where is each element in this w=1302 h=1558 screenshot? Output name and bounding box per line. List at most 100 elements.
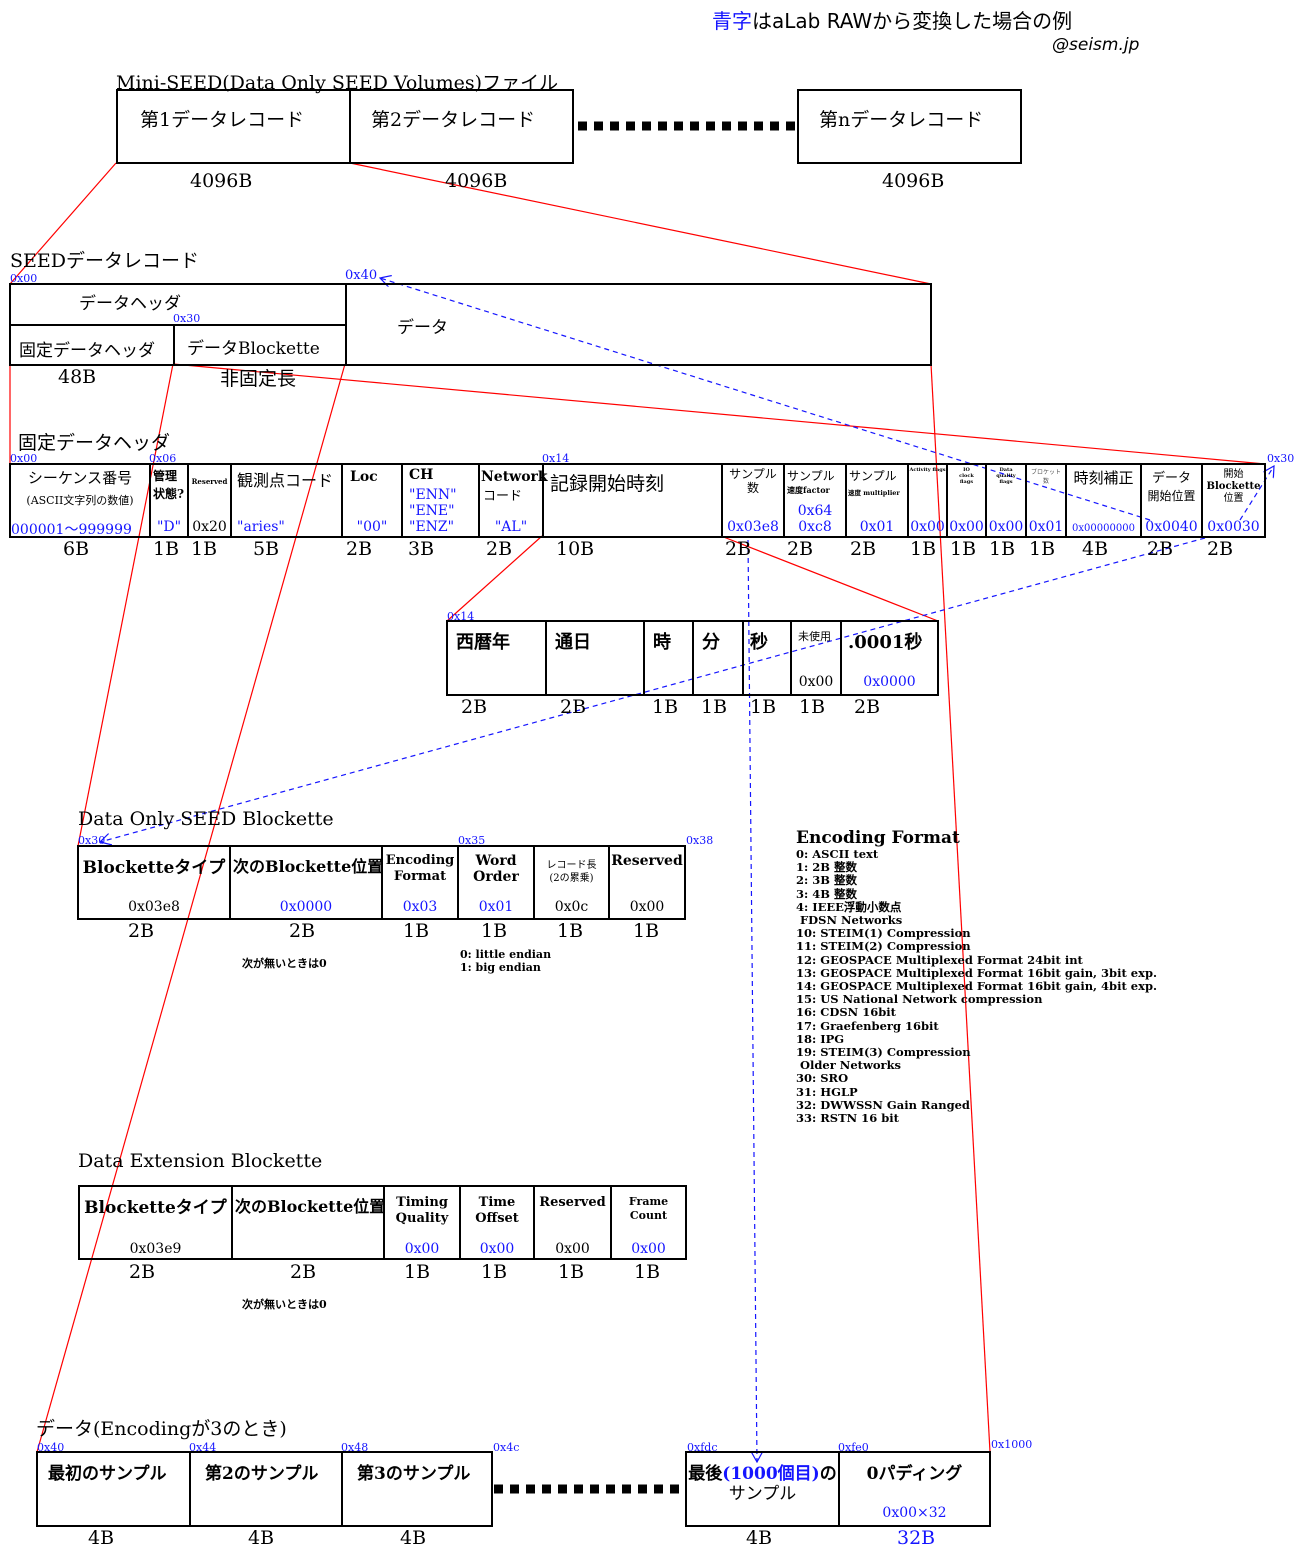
field-activity-flags: Activity flags 0x00	[907, 463, 948, 538]
encoding-item: FDSN Networks	[796, 913, 903, 928]
field-name: 管理状態?	[153, 469, 185, 501]
field-value: 0x00	[479, 1241, 515, 1257]
legend-note: 青字はaLab RAWから変換した場合の例	[712, 5, 1072, 34]
size-label: 2B	[850, 538, 877, 560]
size-label: 1B	[634, 1261, 661, 1283]
data-header: データヘッダ	[9, 283, 347, 326]
size-label: 1B	[481, 920, 508, 942]
encoding-item: Older Networks	[796, 1058, 902, 1073]
field-value: "AL"	[494, 519, 528, 535]
fixed-header-label: 固定データヘッダ	[19, 341, 155, 361]
field-name-line: レコード長	[546, 860, 597, 871]
field-value: 0x03e8	[128, 899, 180, 915]
field-name: 通日	[555, 632, 591, 653]
field-name-line: Count	[629, 1209, 668, 1222]
field-value: "D"	[156, 519, 182, 535]
size-label: 1B	[403, 920, 430, 942]
field-values: "ENN""ENE""ENZ"	[409, 487, 457, 535]
encoding-item: 0: ASCII text	[796, 847, 879, 861]
size-label: 2B	[854, 696, 881, 718]
sample-last: 最後(1000個目)の サンプル	[685, 1451, 840, 1527]
field-name: Reserved	[611, 853, 683, 869]
field-value: 0x00	[988, 519, 1024, 535]
label-part: (1000個目)	[722, 1464, 820, 1484]
field-value: 0x0000	[279, 899, 333, 915]
field-io-flags: IO clock flags 0x00	[946, 463, 987, 538]
size-label: 3B	[408, 538, 435, 560]
offset-label: 0x38	[686, 834, 714, 847]
field-network: Network コード "AL"	[478, 463, 548, 538]
field-quality: 管理状態? "D"	[149, 463, 189, 538]
field-value: 0x00	[629, 899, 665, 915]
ext-next: 次のBlockette位置	[231, 1185, 385, 1260]
dos-next: 次のBlockette位置 0x0000	[229, 845, 383, 920]
field-name: レコード長(2の累乗)	[535, 859, 608, 885]
sample-label: 第3のサンプル	[357, 1464, 471, 1484]
encoding-item: 3: 4B 整数	[796, 886, 857, 901]
next-note: 次が無いときは0	[242, 1298, 327, 1311]
field-name: 次のBlockette位置	[233, 857, 384, 876]
size-label: 48B	[58, 366, 97, 388]
data-section: データ	[345, 283, 932, 366]
sample-label: サンプル	[728, 1484, 797, 1504]
field-rate-multiplier: サンプル 速度 multiplier 0x01	[845, 463, 909, 538]
offset-label: 0x30	[1267, 452, 1295, 465]
size-label: 5B	[253, 538, 280, 560]
time-year: 西暦年	[446, 620, 547, 696]
link-line	[172, 363, 1266, 465]
legend-text: はaLab RAWから変換した場合の例	[752, 9, 1073, 33]
field-value: 0x01	[1028, 519, 1064, 535]
data-header-label: データヘッダ	[79, 294, 181, 314]
size-label: 4096B	[445, 170, 508, 192]
field-name: サンプル数	[723, 467, 783, 495]
offset-label: 0x30	[78, 834, 106, 847]
field-time-correction: 時刻補正 0x00000000	[1065, 463, 1142, 538]
encoding-item: 32: DWWSSN Gain Ranged	[796, 1097, 970, 1112]
link-line	[36, 363, 346, 1453]
file-title: Mini-SEED(Data Only SEED Volumes)ファイル	[116, 72, 559, 94]
size-label: 2B	[486, 538, 513, 560]
size-label: 1B	[701, 696, 728, 718]
size-label: 1B	[481, 1261, 508, 1283]
size-label: 2B	[289, 920, 316, 942]
size-label: 1B	[1029, 538, 1056, 560]
size-label: 2B	[725, 538, 752, 560]
size-label: 2B	[346, 538, 373, 560]
field-name: Network	[481, 469, 548, 485]
encoding-item: 1: 2B 整数	[796, 860, 857, 875]
field-value: 0x0040	[1145, 519, 1198, 535]
offset-label: 0xfe0	[838, 1441, 869, 1454]
offset-label: 0x40	[345, 268, 378, 283]
field-name: ブロケット数	[1031, 469, 1062, 485]
field-name: Blocketteタイプ	[82, 858, 226, 878]
fixed-header: 固定データヘッダ	[9, 324, 175, 366]
encoding-item: 10: STEIM(1) Compression	[796, 926, 971, 941]
size-label: 1B	[910, 538, 937, 560]
field-name: Activity flags	[909, 467, 946, 473]
field-blockette-count: ブロケット数 0x01	[1025, 463, 1067, 538]
encoding-item: 11: STEIM(2) Compression	[796, 939, 971, 954]
field-name: 秒	[750, 632, 768, 653]
field-value: 0x01	[859, 519, 895, 535]
field-name: 時	[653, 632, 671, 653]
offset-label: 0x00	[10, 272, 38, 285]
dos-record-length: レコード長(2の累乗)0x0c	[533, 845, 610, 920]
field-name-line: Order	[473, 869, 519, 885]
field-name: 未使用	[798, 630, 831, 643]
sample-1: 最初のサンプル	[36, 1451, 191, 1527]
size-label: 1B	[557, 920, 584, 942]
field-name-line: Timing	[396, 1195, 448, 1210]
field-name: サンプル	[849, 469, 897, 483]
size-label: 1B	[633, 920, 660, 942]
